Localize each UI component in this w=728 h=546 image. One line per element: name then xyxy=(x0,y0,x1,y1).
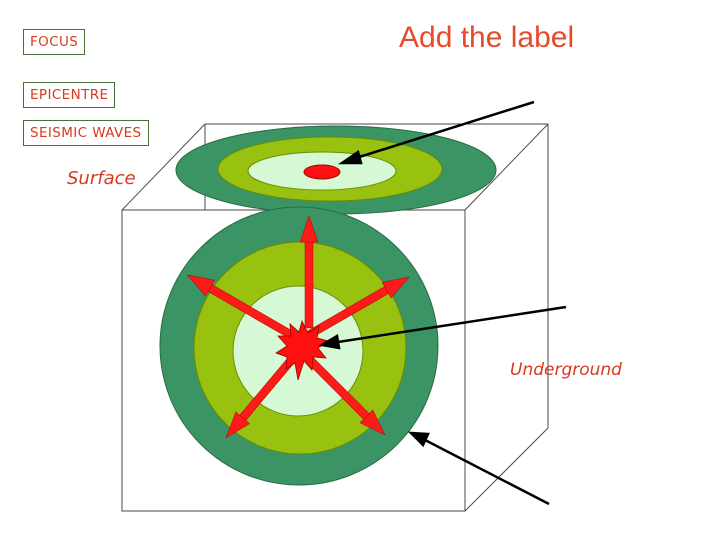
wave-arrow-up xyxy=(299,215,319,329)
label-pointers xyxy=(318,100,567,506)
draggable-label-epicentre[interactable]: EPICENTRE xyxy=(23,82,116,108)
draggable-label-seismic-waves[interactable]: SEISMIC WAVES xyxy=(23,120,149,146)
pointer-epicentre xyxy=(337,100,535,165)
cube-top-right-diagonal xyxy=(464,123,549,211)
pointer-focus xyxy=(318,305,567,350)
seismic-wave-arrows xyxy=(186,215,410,439)
surface-disc xyxy=(175,125,497,215)
surface-label: Surface xyxy=(67,168,136,189)
draggable-label-focus[interactable]: FOCUS xyxy=(23,29,86,55)
epicentre-dot xyxy=(303,164,341,180)
cube-bottom-right-diagonal xyxy=(464,427,549,512)
cube-wireframe xyxy=(121,123,549,512)
page-title: Add the label xyxy=(399,21,575,54)
wave-arrow-upper-left xyxy=(186,274,301,343)
wave-arrow-lower-left xyxy=(225,350,301,439)
underground-label: Underground xyxy=(510,360,622,380)
cube-top-left-diagonal xyxy=(121,123,206,211)
focus-starburst xyxy=(275,319,331,381)
pointer-seismic-waves xyxy=(407,431,550,506)
